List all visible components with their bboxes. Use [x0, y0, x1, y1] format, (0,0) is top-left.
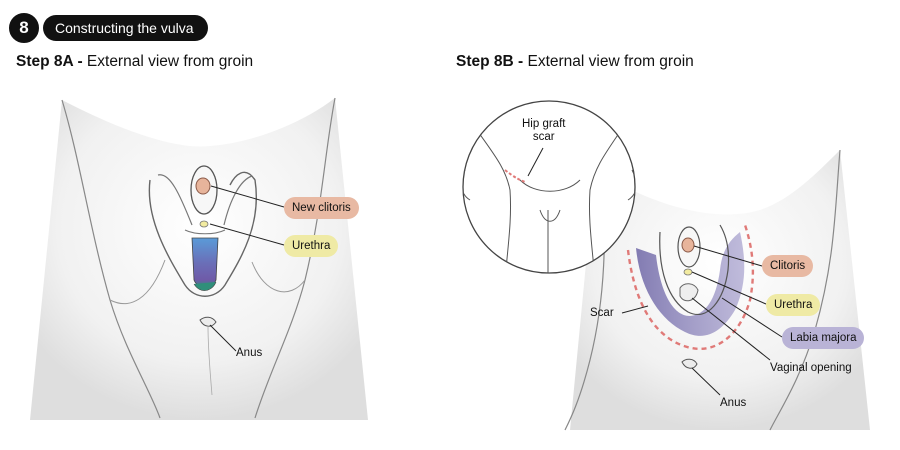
label-urethra-a: Urethra	[284, 235, 339, 257]
panel-a-view-label: External view from groin	[86, 53, 254, 70]
leader-vaginal-opening	[691, 297, 771, 361]
leader-urethra-b	[691, 271, 767, 305]
leader-labia-majora	[721, 297, 783, 338]
step-number: 8	[9, 13, 39, 43]
leader-anus-b	[691, 367, 721, 396]
panel-b-view-label: External view from groin	[527, 53, 694, 70]
step-title: Constructing the vulva	[43, 15, 208, 41]
panel-a-heading: Step 8A - External view from groin	[16, 53, 253, 71]
step-badge: 8 Constructing the vulva	[9, 13, 208, 43]
label-urethra-b: Urethra	[766, 294, 821, 316]
panel-b-heading: Step 8B - External view from groin	[456, 53, 694, 71]
label-scar: Scar	[590, 307, 614, 319]
label-clitoris: Clitoris	[762, 255, 814, 277]
leader-urethra-a	[209, 223, 285, 246]
label-new-clitoris: New clitoris	[284, 197, 359, 219]
leader-hip-scar	[527, 147, 544, 177]
label-anus-b: Anus	[720, 397, 747, 409]
leader-new-clitoris	[210, 185, 285, 208]
panel-a-step-label: Step 8A -	[16, 53, 83, 70]
hip-graft-scar-label: Hip graft scar	[522, 118, 566, 143]
panel-b-step-label: Step 8B -	[456, 53, 524, 70]
panel-a-drawing	[30, 97, 368, 420]
label-anus-a: Anus	[236, 347, 263, 359]
label-labia-majora: Labia majora	[782, 327, 865, 349]
hip-inset	[462, 100, 636, 274]
leader-clitoris	[693, 245, 763, 267]
panel-b-drawing	[564, 149, 870, 431]
leader-scar	[621, 305, 649, 314]
label-vaginal-opening: Vaginal opening	[770, 362, 852, 374]
leader-anus-a	[209, 324, 237, 352]
